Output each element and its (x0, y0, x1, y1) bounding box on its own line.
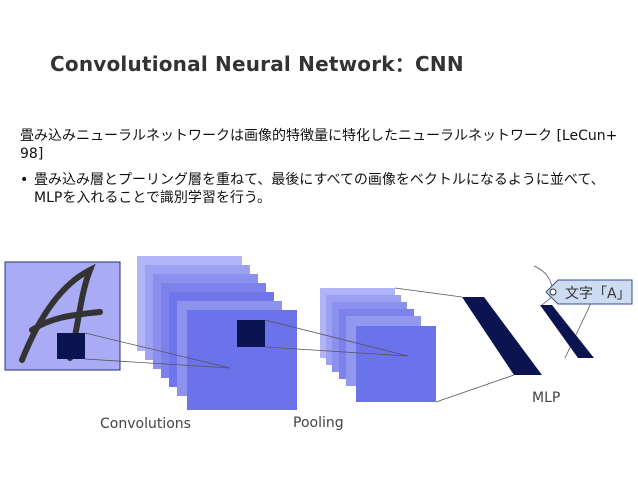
input-kernel (57, 333, 85, 359)
bullet-dot: • (20, 172, 29, 188)
pool-layer-front (356, 326, 436, 402)
output-tag-hole-icon (549, 288, 557, 296)
body-text: 畳み込みニューラルネットワークは画像的特徴量に特化したニューラルネットワーク [… (20, 127, 620, 207)
bullet-text: 畳み込み層とプーリング層を重ねて、最後にすべての画像をベクトルになるように並べて… (34, 172, 605, 206)
convolution-stack (137, 256, 297, 410)
pooling-label: Pooling (293, 415, 344, 431)
mlp-bar-1 (462, 297, 542, 375)
pooling-stack (320, 288, 436, 402)
input-letter-a (19, 263, 103, 363)
convolutions-label: Convolutions (100, 416, 191, 432)
mlp-bar-2 (540, 305, 594, 358)
output-tag-label: 文字「A」 (565, 286, 631, 302)
intro-paragraph: 畳み込みニューラルネットワークは画像的特徴量に特化したニューラルネットワーク [… (20, 128, 618, 162)
bullet-item: • 畳み込み層とプーリング層を重ねて、最後にすべての画像をベクトルになるように並… (20, 171, 620, 207)
mlp-label: MLP (532, 390, 561, 406)
slide-title: Convolutional Neural Network：CNN (50, 52, 464, 76)
mlp-layers (462, 297, 594, 375)
conv-kernel (237, 320, 265, 347)
output-tag (545, 279, 633, 305)
connection-lines (84, 287, 593, 403)
